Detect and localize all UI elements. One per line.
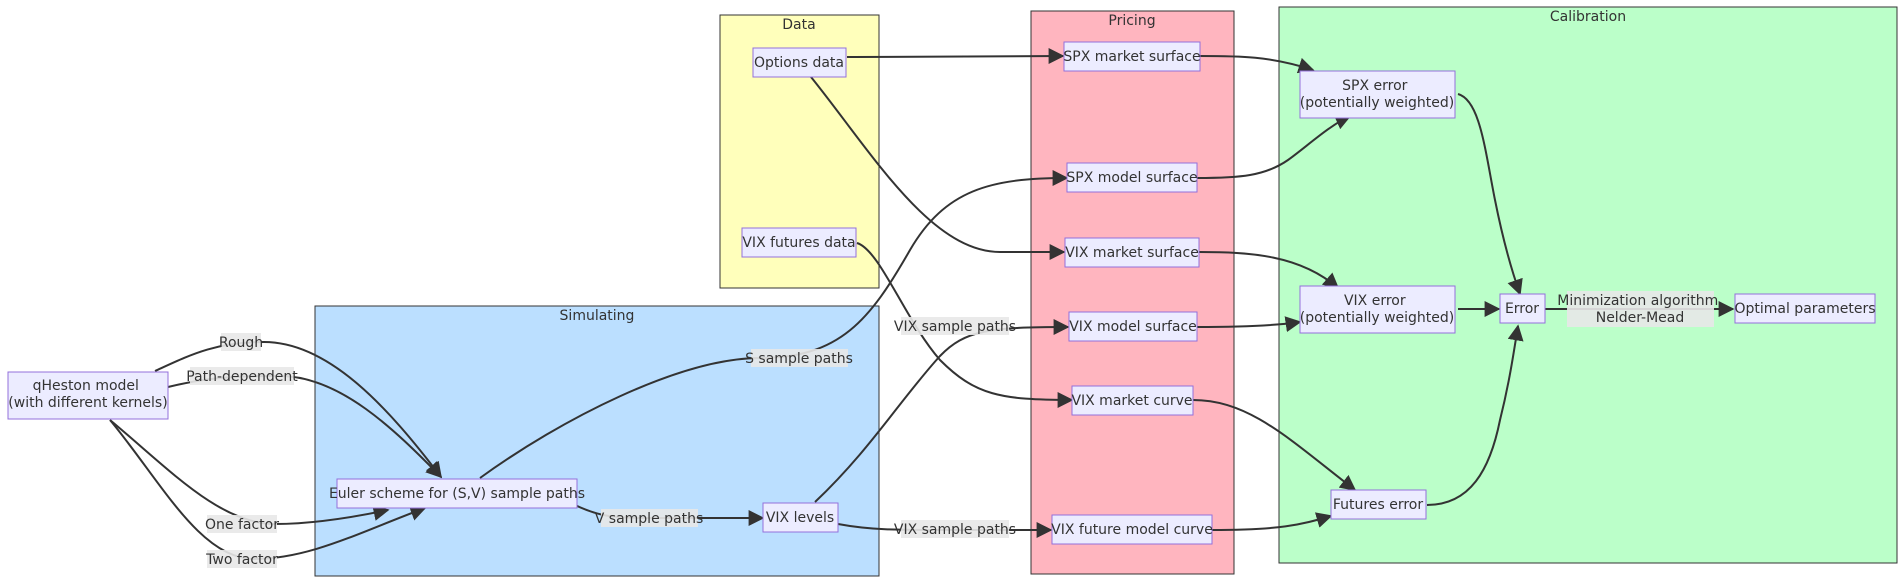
node-options-data[interactable]: Options data: [752, 47, 847, 78]
node-error[interactable]: Error: [1499, 293, 1546, 324]
edge-label-two-factor: Two factor: [205, 550, 278, 568]
edge-label-v-sample-paths: V sample paths: [595, 509, 704, 527]
node-vix-future-model-curve[interactable]: VIX future model curve: [1051, 514, 1213, 545]
edge-spx-market-error: [1198, 55, 1315, 74]
edge-spx-model-error: [1196, 114, 1352, 179]
node-vix-market-surface[interactable]: VIX market surface: [1064, 237, 1200, 268]
cluster-simulating: Simulating: [314, 305, 880, 577]
edge-labels: Rough Path-dependent One factor Two fact…: [186, 291, 1722, 568]
svg-text:VIX levels: VIX levels: [766, 510, 834, 526]
svg-text:VIX future model curve: VIX future model curve: [1051, 522, 1213, 538]
svg-text:SPX error (potentially: SPX error (potentially weighted): [1300, 78, 1455, 111]
edge-vix-market-curve-futures-error: [1192, 399, 1357, 491]
node-spx-error[interactable]: SPX error (potentially weighted): [1299, 70, 1456, 119]
svg-text:VIX sample paths: VIX sample paths: [894, 319, 1016, 335]
node-vix-model-surface[interactable]: VIX model surface: [1068, 311, 1198, 342]
svg-text:Error: Error: [1505, 301, 1539, 317]
edge-spx-error-error: [1457, 93, 1523, 296]
svg-text:Futures error: Futures error: [1333, 497, 1423, 513]
node-qheston-model[interactable]: qHeston model (with different kernels): [7, 371, 169, 420]
node-vix-futures-data[interactable]: VIX futures data: [741, 227, 857, 258]
svg-text:VIX model surface: VIX model surface: [1069, 319, 1197, 335]
svg-text:SPX market surface: SPX market surface: [1063, 49, 1200, 65]
node-vix-levels[interactable]: VIX levels: [762, 502, 839, 533]
svg-text:Options data: Options data: [754, 55, 844, 71]
svg-text:Two factor: Two factor: [205, 552, 278, 568]
svg-text:qHeston model (with di: qHeston model (with different kernels): [8, 378, 167, 411]
node-futures-error[interactable]: Futures error: [1330, 489, 1427, 520]
cluster-simulating-title: Simulating: [560, 308, 635, 324]
edge-vixfutures-vix-market-curve: [856, 242, 1074, 408]
svg-text:VIX futures data: VIX futures data: [742, 235, 855, 251]
svg-text:VIX sample paths: VIX sample paths: [894, 522, 1016, 538]
edge-futures-error-error: [1426, 324, 1524, 506]
cluster-pricing: Pricing: [1030, 10, 1235, 575]
edge-qheston-euler-rough: [154, 340, 442, 479]
edge-options-spx-market-surface: [846, 48, 1065, 65]
edge-vix-market-error: [1198, 251, 1340, 290]
edge-options-vix-market-surface: [810, 76, 1066, 260]
edge-label-vix-sample-paths-surface: VIX sample paths: [894, 317, 1016, 335]
svg-text:Optimal parameters: Optimal parameters: [1734, 301, 1875, 317]
svg-text:SPX model surface: SPX model surface: [1066, 170, 1197, 186]
cluster-pricing-title: Pricing: [1108, 13, 1155, 29]
node-vix-error[interactable]: VIX error (potentially weighted): [1299, 285, 1456, 334]
edge-label-path-dependent: Path-dependent: [186, 367, 298, 385]
svg-text:VIX error (potentially: VIX error (potentially weighted): [1300, 293, 1455, 326]
nodes: qHeston model (with different kernels) E…: [7, 41, 1876, 545]
node-spx-market-surface[interactable]: SPX market surface: [1063, 41, 1201, 72]
edge-label-s-sample-paths: S sample paths: [745, 349, 853, 367]
edge-vix-model-error: [1196, 316, 1302, 333]
svg-text:VIX market surface: VIX market surface: [1065, 245, 1199, 261]
edge-label-one-factor: One factor: [205, 515, 279, 533]
svg-text:Path-dependent: Path-dependent: [186, 369, 298, 385]
svg-text:One factor: One factor: [205, 517, 279, 533]
node-euler-scheme[interactable]: Euler scheme for (S,V) sample paths: [329, 478, 585, 509]
svg-text:Minimization algorithm: Minimization algorithm Nelder-Mead: [1557, 293, 1722, 326]
edge-label-vix-sample-paths-curve: VIX sample paths: [894, 520, 1016, 538]
edge-label-rough: Rough: [219, 333, 263, 351]
node-spx-model-surface[interactable]: SPX model surface: [1066, 162, 1198, 193]
svg-text:Rough: Rough: [219, 335, 263, 351]
edge-euler-spx-model-surface: [479, 170, 1069, 479]
cluster-calibration-title: Calibration: [1550, 9, 1626, 25]
cluster-data-title: Data: [782, 17, 815, 33]
svg-text:V sample paths: V sample paths: [595, 511, 704, 527]
edge-vix-future-curve-futures-error: [1211, 512, 1333, 531]
node-optimal-parameters[interactable]: Optimal parameters: [1734, 293, 1876, 324]
svg-text:Euler scheme for (S,V) sample: Euler scheme for (S,V) sample paths: [329, 486, 585, 502]
edge-label-minimization: Minimization algorithm Nelder-Mead: [1557, 291, 1722, 327]
svg-text:VIX market curve: VIX market curve: [1071, 393, 1192, 409]
svg-text:S sample paths: S sample paths: [745, 351, 853, 367]
node-vix-market-curve[interactable]: VIX market curve: [1071, 385, 1194, 416]
